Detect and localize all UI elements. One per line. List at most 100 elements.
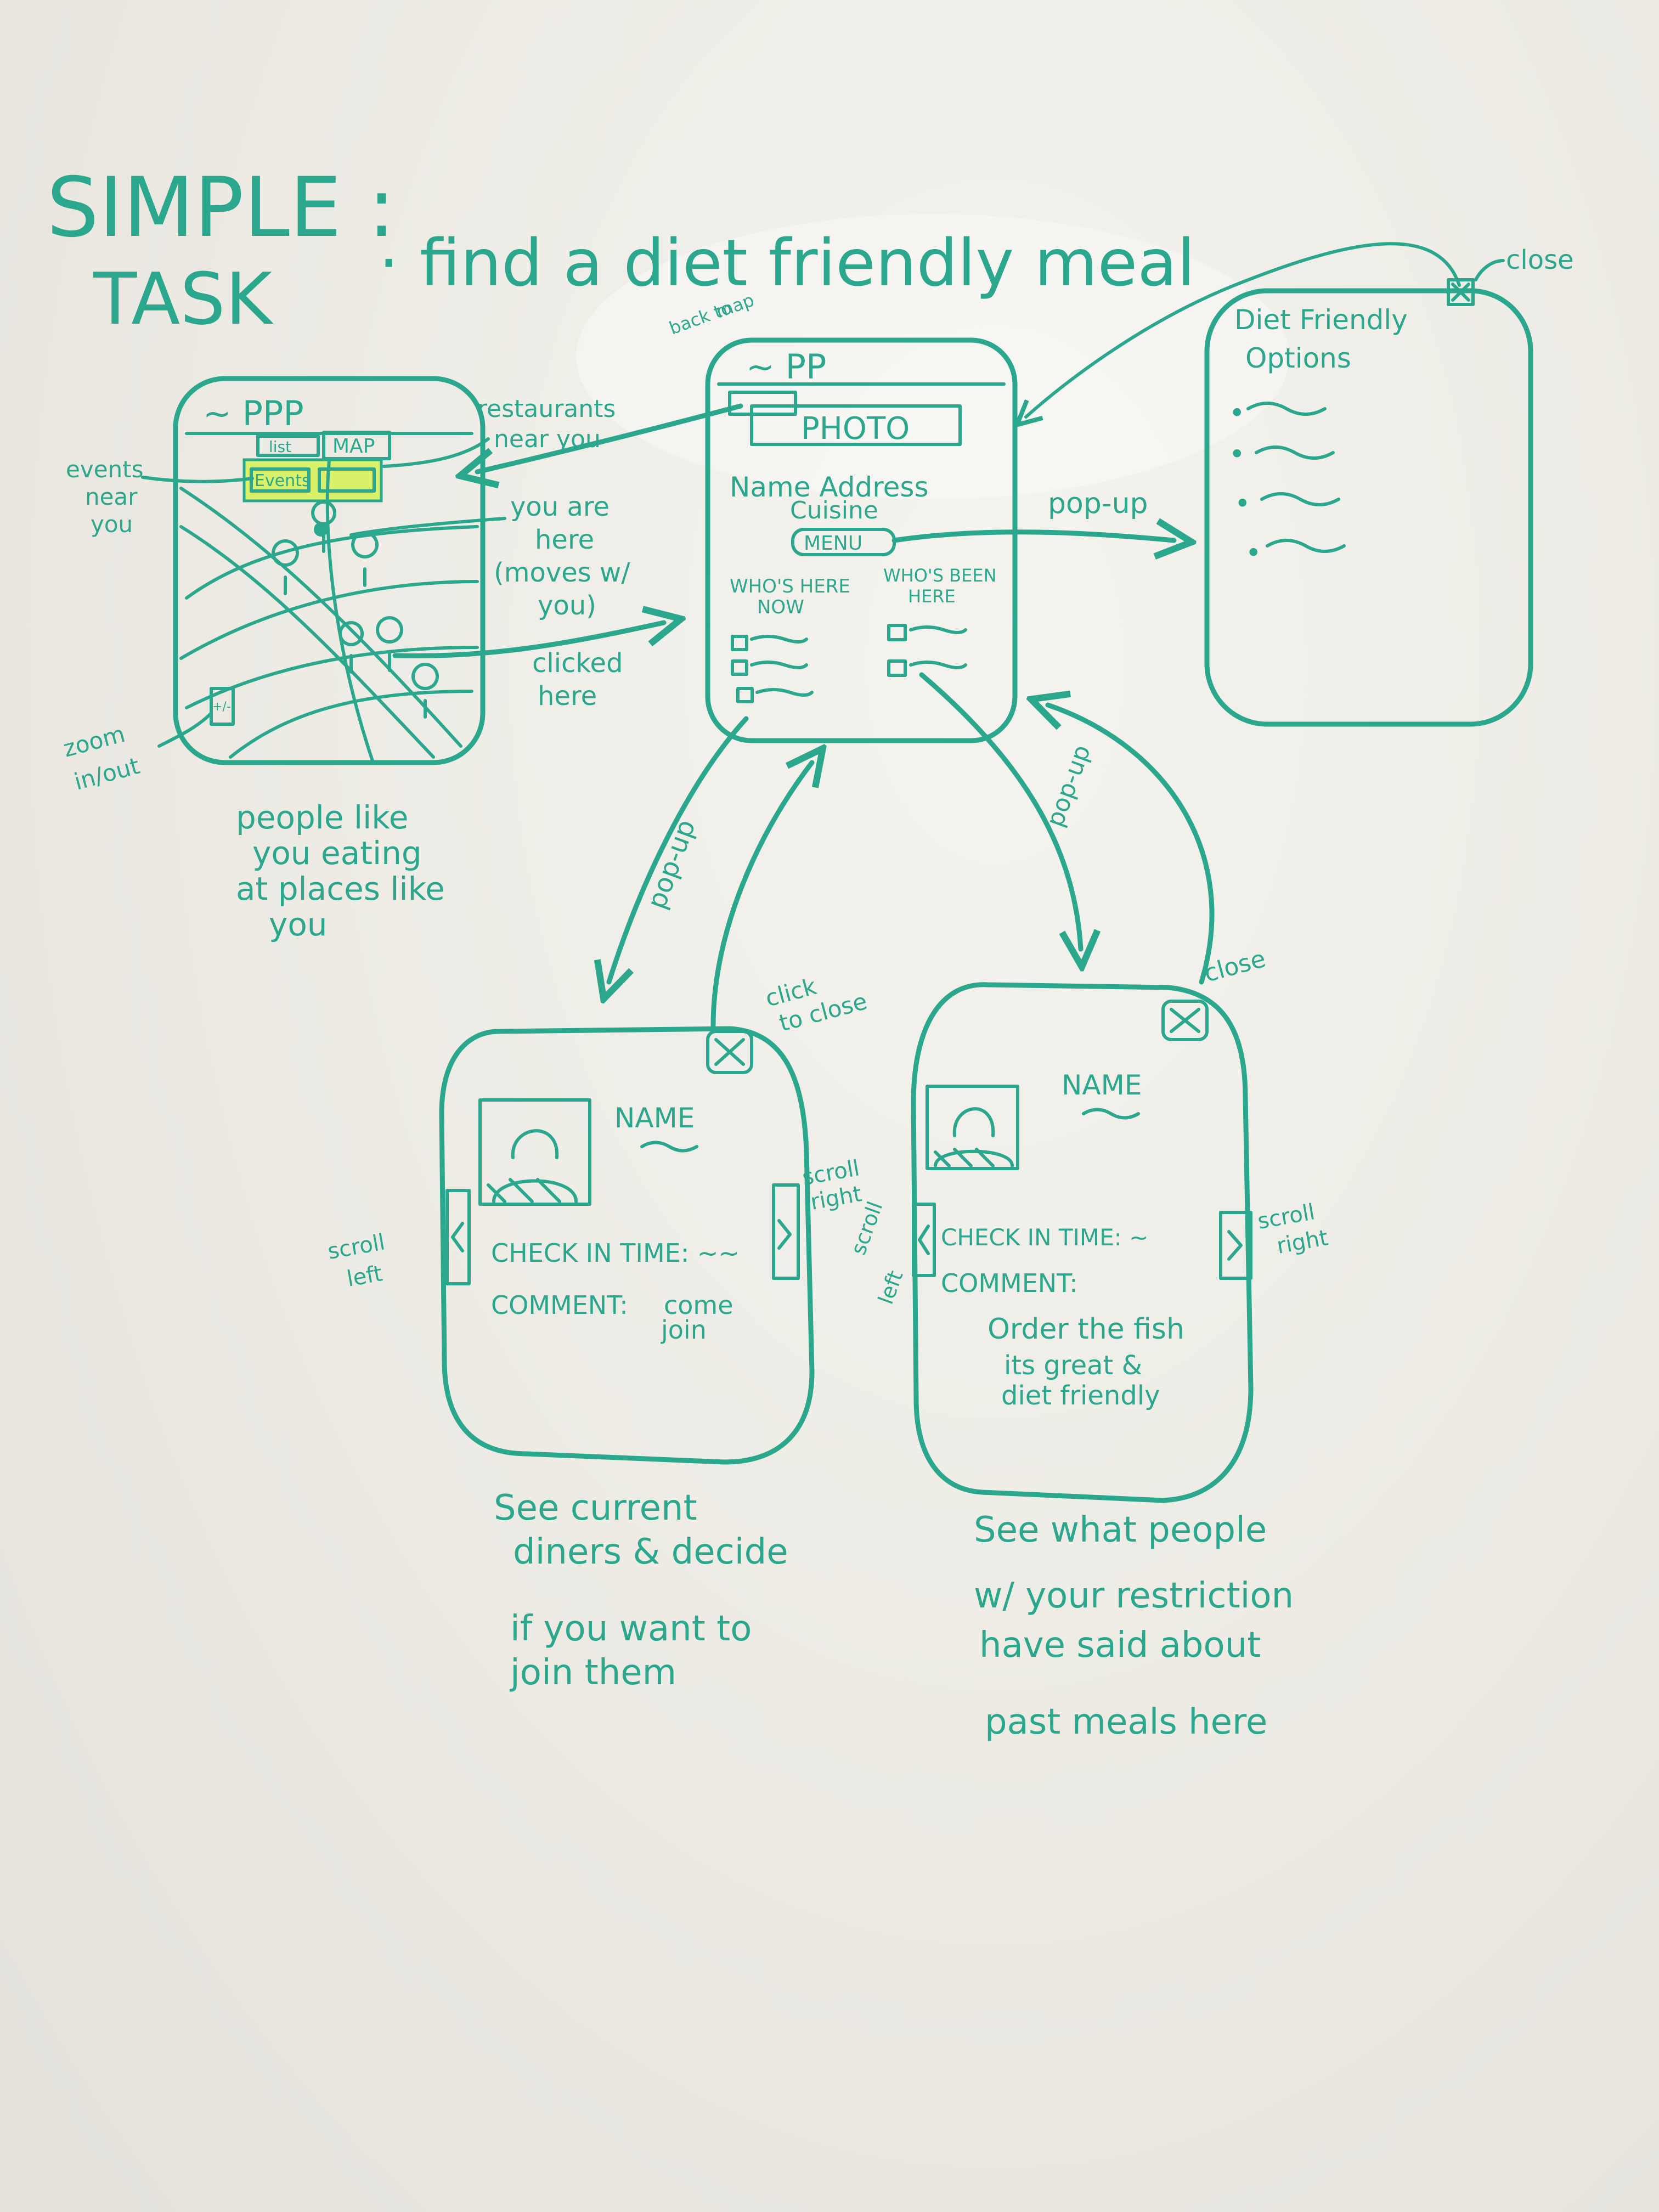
board-glare (576, 214, 1289, 499)
tab-list-label: list (269, 438, 291, 456)
clicked-here-2: here (538, 681, 597, 712)
photo-label: PHOTO (801, 411, 910, 447)
events-near-you-2: near (85, 483, 138, 510)
pin-icon[interactable] (311, 500, 336, 553)
you-are-here-3: (moves w/ (494, 557, 630, 588)
current-card-name: NAME (614, 1102, 695, 1134)
name-scribble (1082, 1108, 1140, 1120)
events-filter[interactable] (318, 467, 376, 493)
past-caption-3: have said about (979, 1625, 1261, 1666)
close-left-arrow (710, 763, 812, 1029)
diet-popup-close-button[interactable] (1447, 278, 1475, 306)
diner-photo (926, 1085, 1019, 1170)
pin-icon[interactable] (272, 539, 300, 595)
you-are-here-dot (314, 522, 328, 537)
whos-been-here-1: WHO'S BEEN (883, 565, 997, 586)
chevron-right-icon (1227, 1230, 1243, 1261)
pin-icon[interactable] (338, 621, 364, 674)
diet-bullet: • (1229, 438, 1245, 470)
map-caption-3: at places like (236, 870, 445, 907)
diner-avatar[interactable] (887, 624, 907, 641)
past-diners-list (887, 624, 967, 677)
tab-list[interactable] (256, 435, 320, 457)
current-card-comment-2: join (661, 1315, 707, 1345)
scroll-right-button[interactable] (1219, 1211, 1252, 1280)
diet-option[interactable] (1266, 539, 1346, 553)
current-caption-1: See current (494, 1488, 697, 1528)
diet-popup-title-2: Options (1245, 342, 1351, 374)
person-icon (492, 1129, 578, 1203)
close-icon (1170, 1008, 1200, 1033)
diet-popup-frame (1204, 288, 1533, 727)
close-diet-pointer (1474, 259, 1505, 281)
chevron-left-icon (451, 1222, 464, 1252)
zoom-in-out-1: zoom (60, 720, 128, 763)
popup-right-arrow (919, 672, 1081, 949)
zoom-control[interactable] (210, 687, 235, 726)
scroll-left-button[interactable] (912, 1203, 936, 1277)
pin-icon[interactable] (351, 531, 379, 587)
map-caption-4: you (269, 906, 328, 943)
map-caption-2: you eating (252, 834, 422, 872)
scroll-left-2b: left (873, 1267, 907, 1307)
past-caption-2: w/ your restriction (974, 1576, 1294, 1616)
diner-scribble (909, 661, 967, 669)
restaurant-header: ~ PP (746, 347, 826, 387)
title-task: TASK (93, 257, 274, 341)
restaurant-phone-frame (705, 337, 1018, 743)
diet-option[interactable] (1255, 445, 1335, 460)
back-to-map-button[interactable] (728, 391, 797, 416)
current-card-comment-label: COMMENT: (491, 1290, 628, 1320)
diner-scribble (750, 661, 808, 669)
map-streets (179, 459, 479, 764)
close-right-label: close (1201, 945, 1269, 988)
close-icon (1451, 283, 1470, 302)
current-diners-list (731, 635, 814, 703)
diet-bullet: • (1234, 488, 1251, 520)
zoom-in-out-2: in/out (71, 752, 143, 795)
restaurants-near-you-2: near you (494, 425, 601, 453)
map-phone-frame (173, 376, 486, 765)
current-caption-2: diners & decide (513, 1532, 788, 1572)
diet-option[interactable] (1260, 492, 1340, 506)
scroll-right-button[interactable] (772, 1183, 800, 1280)
past-card-comment-1: Order the fish (988, 1313, 1184, 1346)
whos-here-now-1: WHO'S HERE (730, 575, 850, 597)
clicked-here-1: clicked (532, 648, 623, 679)
scroll-right-2b: right (1275, 1225, 1330, 1259)
diner-avatar[interactable] (736, 687, 754, 703)
diner-scribble (750, 635, 808, 644)
diner-avatar[interactable] (731, 659, 748, 676)
name-scribble (640, 1141, 698, 1153)
restaurant-cuisine: Cuisine (790, 496, 878, 524)
clicked-here-arrow (392, 623, 664, 659)
you-are-here-2: here (535, 524, 594, 555)
whos-been-here-2: HERE (908, 586, 956, 607)
scroll-left-button[interactable] (445, 1189, 471, 1285)
diner-scribble (755, 688, 814, 697)
events-button-label: Events (255, 471, 311, 490)
diet-popup-close-arrow (1026, 242, 1461, 417)
close-icon (714, 1038, 745, 1066)
chevron-right-icon (777, 1219, 792, 1250)
past-card-name: NAME (1062, 1069, 1142, 1101)
back-to-map-arrow (477, 403, 743, 472)
close-right-arrow (1048, 705, 1215, 985)
pin-icon[interactable] (376, 616, 404, 672)
diner-avatar[interactable] (731, 635, 748, 651)
popup-left-arrow (609, 716, 749, 982)
close-diet-label: close (1506, 245, 1574, 275)
current-card-close-button[interactable] (706, 1030, 753, 1074)
pin-icon[interactable] (411, 663, 439, 719)
past-card-comment-2: its great & (1004, 1350, 1142, 1381)
scroll-left-1a: scroll (326, 1229, 387, 1265)
diet-bullet: • (1229, 397, 1245, 429)
current-card-comment-1: come (664, 1290, 733, 1320)
tab-map-label: MAP (332, 435, 375, 458)
past-card-close-button[interactable] (1161, 1000, 1209, 1041)
popup-menu-label: pop-up (1048, 487, 1148, 520)
diet-options-list: • • • • (1229, 397, 1346, 569)
diner-avatar[interactable] (887, 659, 907, 677)
diet-option[interactable] (1246, 402, 1327, 416)
